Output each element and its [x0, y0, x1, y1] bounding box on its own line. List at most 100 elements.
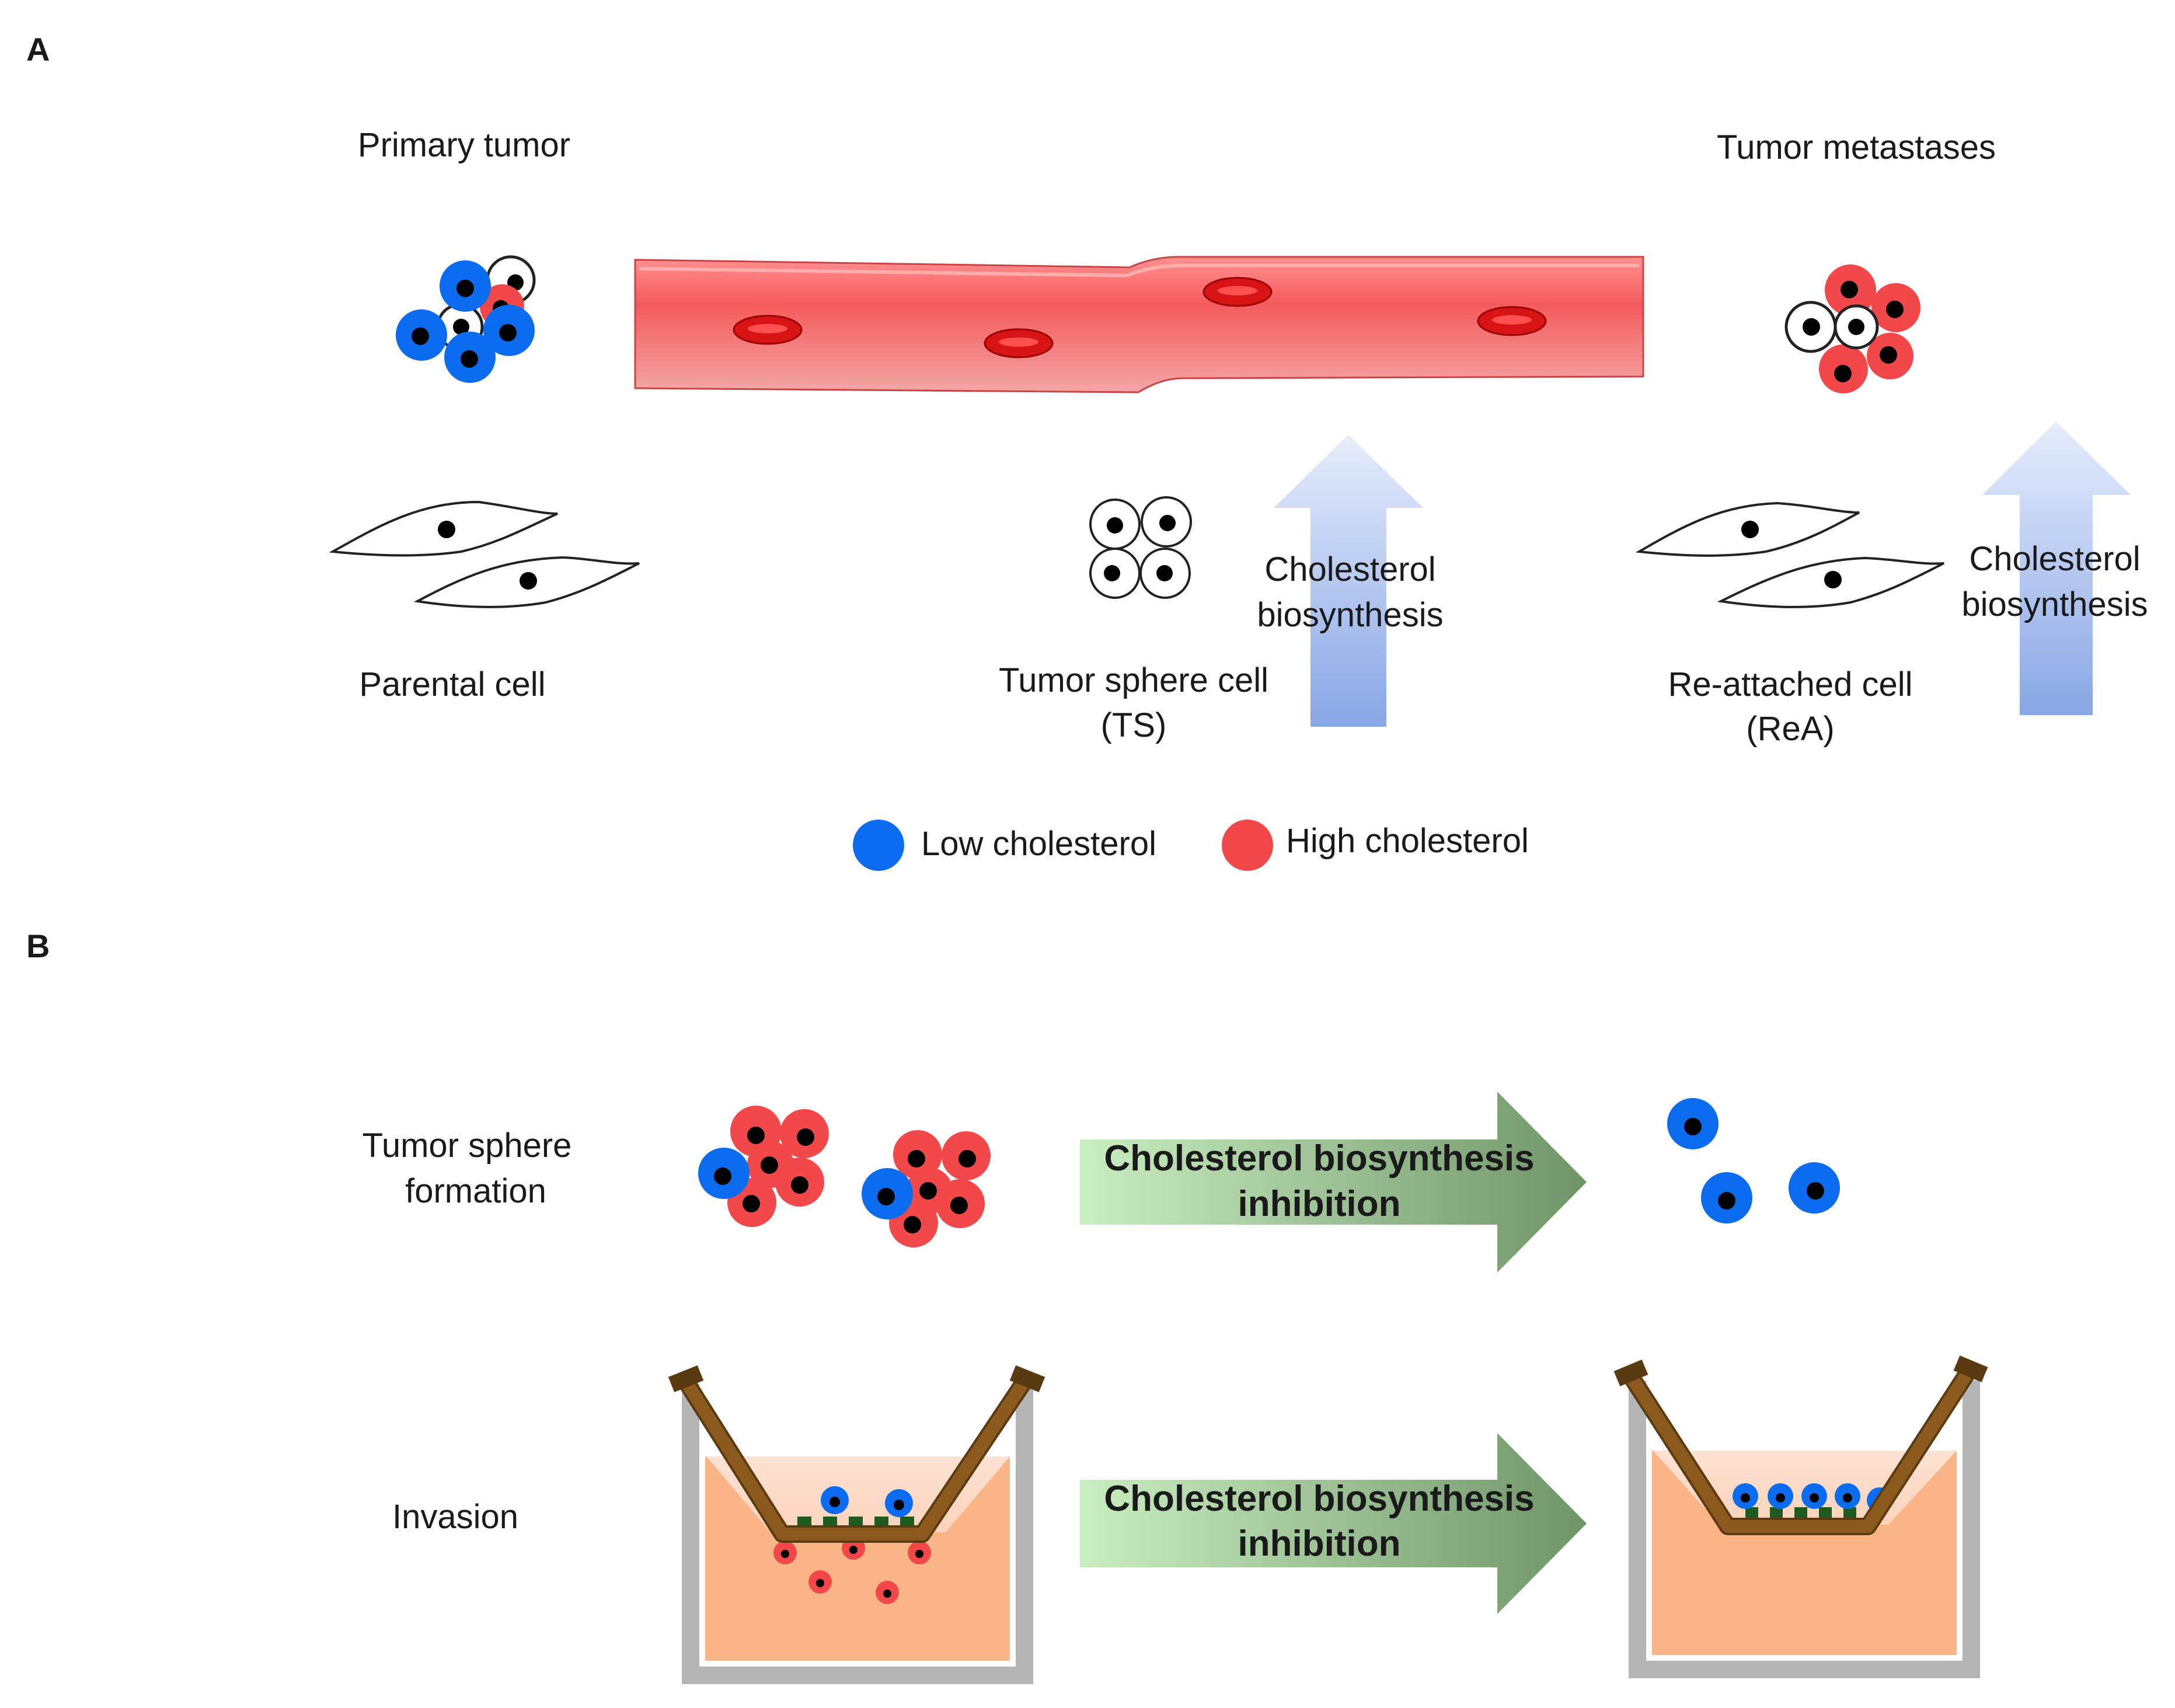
inhibition-arrow-label: inhibition — [1238, 1524, 1401, 1564]
legend-label-low: Low cholesterol — [921, 825, 1156, 863]
transwell-chamber — [668, 1365, 1045, 1684]
insert-rim — [1613, 1360, 1648, 1386]
cell-nucleus — [453, 319, 469, 335]
tumor-sphere-cell-label: Tumor sphere cell — [999, 661, 1268, 699]
insert-wall — [1624, 1365, 1976, 1533]
cell-nucleus — [1684, 1118, 1702, 1135]
red-blood-cell-center — [1218, 286, 1257, 295]
red-blood-cell-center — [999, 337, 1038, 347]
legend: Low cholesterol High cholesterol — [853, 820, 1529, 871]
red-blood-cell-center — [1492, 315, 1532, 325]
isolated-cells — [1667, 1098, 1840, 1224]
cell-nucleus — [1841, 281, 1858, 298]
legend-swatch-low — [853, 820, 904, 871]
cell-nucleus — [1107, 517, 1123, 534]
panel-a-letter: A — [26, 31, 50, 68]
inhibition-arrow-label: Cholesterol biosynthesis — [1104, 1138, 1534, 1179]
tumor-sphere-cell-abbrev: (TS) — [1101, 706, 1167, 744]
cell-nucleus — [816, 1579, 824, 1587]
cell-nucleus — [958, 1150, 976, 1167]
cell-nucleus — [1803, 318, 1820, 336]
invasion-label: Invasion — [392, 1498, 518, 1536]
cell-nucleus — [950, 1197, 968, 1214]
cholesterol-up-arrow — [1274, 435, 1423, 727]
cell-nucleus — [1807, 1182, 1824, 1200]
cell-nucleus — [919, 1182, 937, 1200]
cell-nucleus — [1104, 565, 1120, 581]
cell-nucleus — [883, 1590, 891, 1598]
cholesterol-biosynthesis-label: biosynthesis — [1961, 585, 2148, 623]
cell-nucleus — [438, 521, 455, 538]
blood-vessel-highlight — [639, 264, 1639, 278]
tumor-sphere-cells — [1089, 496, 1192, 599]
cell-nucleus — [1741, 1493, 1750, 1503]
inhibition-arrow — [1080, 1092, 1587, 1273]
legend-label-high: High cholesterol — [1286, 822, 1529, 860]
blood-vessel — [634, 256, 1644, 393]
reattached-cell-label: Re-attached cell — [1668, 665, 1912, 703]
cell-nucleus — [1834, 365, 1852, 382]
cell-nucleus — [1880, 346, 1897, 364]
cell-nucleus — [461, 350, 478, 368]
metastasis-cluster — [1784, 264, 1920, 393]
cell-nucleus — [849, 1546, 858, 1554]
cholesterol-biosynthesis-label: biosynthesis — [1257, 596, 1443, 634]
cell-nucleus — [520, 572, 537, 590]
sphere-formation-label: Tumor sphere — [362, 1127, 572, 1165]
cell-nucleus — [743, 1195, 760, 1212]
primary-tumor-label: Primary tumor — [358, 126, 570, 164]
inhibition-arrow-label: inhibition — [1238, 1184, 1401, 1224]
parental-cell-label: Parental cell — [359, 665, 545, 703]
cell-nucleus — [797, 1128, 814, 1146]
cell-nucleus — [1810, 1493, 1819, 1503]
insert-wall — [678, 1375, 1032, 1540]
cell-nucleus — [1159, 515, 1176, 531]
cholesterol-biosynthesis-label: Cholesterol — [1969, 540, 2140, 578]
cell-nucleus — [499, 324, 517, 341]
inhibition-arrow — [1080, 1433, 1587, 1614]
well-wall — [682, 1383, 1033, 1684]
inhibition-arrow-label: Cholesterol biosynthesis — [1104, 1479, 1534, 1519]
well-wall — [1629, 1381, 1980, 1678]
cell-nucleus — [791, 1176, 808, 1194]
cell-nucleus — [1741, 521, 1759, 538]
cell-nucleus — [1848, 319, 1864, 335]
cell-nucleus — [1776, 1493, 1785, 1503]
cell-nucleus — [877, 1188, 895, 1205]
parental-cells — [329, 500, 640, 608]
cell-nucleus — [894, 1500, 904, 1510]
tumor-sphere-cluster — [862, 1130, 991, 1247]
cell-nucleus — [412, 327, 429, 345]
panel-b-letter: B — [26, 928, 50, 964]
insert-rim — [1009, 1365, 1045, 1392]
reattached-cell-abbrev: (ReA) — [1746, 710, 1834, 748]
tumor-metastases-label: Tumor metastases — [1717, 128, 1996, 166]
cell-nucleus — [1886, 301, 1904, 318]
cholesterol-up-arrow — [1982, 421, 2131, 715]
cell-nucleus — [747, 1127, 765, 1144]
tumor-sphere-cluster — [698, 1106, 829, 1227]
cell-nucleus — [904, 1216, 921, 1233]
cell-nucleus — [1156, 565, 1173, 581]
cell-nucleus — [761, 1156, 778, 1174]
cell-nucleus — [1718, 1192, 1735, 1209]
legend-swatch-high — [1222, 820, 1273, 871]
cell-nucleus — [781, 1550, 789, 1558]
cholesterol-biosynthesis-label: Cholesterol — [1264, 550, 1435, 588]
sphere-formation-label: formation — [405, 1172, 546, 1210]
cell-nucleus — [714, 1167, 731, 1185]
red-blood-cell-center — [748, 324, 787, 333]
cell-nucleus — [829, 1497, 840, 1507]
cell-nucleus — [456, 280, 474, 297]
insert-rim — [1953, 1355, 1988, 1382]
reattached-cells — [1635, 501, 1944, 608]
cell-nucleus — [915, 1550, 923, 1558]
transwell-chamber — [1613, 1355, 1988, 1678]
cell-nucleus — [1824, 571, 1842, 588]
blood-vessel-tube — [634, 256, 1644, 393]
cell-nucleus — [1843, 1493, 1852, 1503]
cell-nucleus — [908, 1150, 925, 1167]
primary-tumor-cluster — [396, 255, 536, 383]
insert-rim — [668, 1365, 704, 1392]
